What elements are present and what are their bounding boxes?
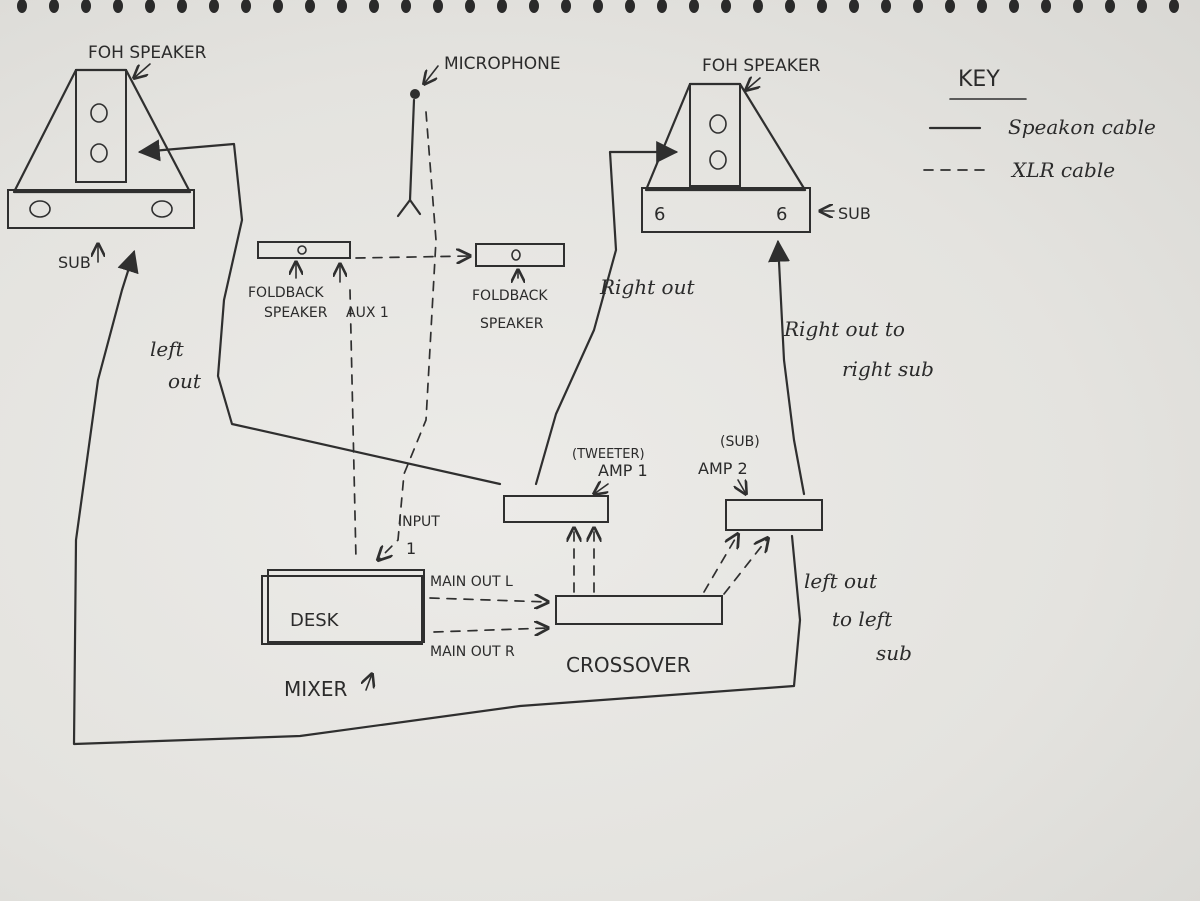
amp-1-label: AMP 1 xyxy=(598,461,648,480)
xlr-mic-to-input xyxy=(378,111,437,560)
amp-1-top-label: (TWEETER) xyxy=(572,447,645,462)
xlr-crossover-amp2-b xyxy=(723,538,768,595)
microphone-label: MICROPHONE xyxy=(444,54,561,74)
xlr-foldback-link xyxy=(355,256,470,258)
key-title: KEY xyxy=(958,67,1000,92)
input-label-2: 1 xyxy=(406,539,416,558)
left-out-sub-label-2: to left xyxy=(832,607,893,631)
amp-2 xyxy=(725,499,823,531)
amp-2-label: AMP 2 xyxy=(698,459,748,478)
key-legend: KEY Speakon cable XLR cable xyxy=(923,67,1156,182)
foldback-speaker-left xyxy=(257,241,351,259)
foh-speaker-right: 6 6 xyxy=(641,82,811,233)
speakon-right-out xyxy=(534,141,679,486)
speakon-left-sub xyxy=(72,249,802,746)
xlr-crossover-amp2-a xyxy=(703,534,738,593)
foldback-right-label-2: SPEAKER xyxy=(480,316,544,332)
left-out-sub-label-1: left out xyxy=(804,569,878,593)
main-out-l-label: MAIN OUT L xyxy=(430,574,513,590)
xlr-main-out-l xyxy=(429,598,548,602)
speakon-left-out xyxy=(137,139,502,486)
left-out-sub-label-3: sub xyxy=(876,641,912,665)
crossover-label: CROSSOVER xyxy=(566,653,691,677)
amp-1 xyxy=(503,495,609,523)
foh-speaker-left xyxy=(7,68,195,229)
left-out-label-2: out xyxy=(168,369,202,393)
aux-1-label: AUX 1 xyxy=(346,305,389,321)
amp-2-top-label: (SUB) xyxy=(720,434,760,450)
sub-driver-icon xyxy=(29,200,51,218)
foh-speaker-left-label: FOH SPEAKER xyxy=(88,43,207,63)
sub-left-label: SUB xyxy=(58,253,91,272)
speakon-right-sub xyxy=(768,239,806,496)
notebook-rings xyxy=(17,0,1179,13)
desk-label: DESK xyxy=(290,610,340,631)
input-label-1: INPUT xyxy=(398,514,440,530)
sub-right-label: SUB xyxy=(838,204,871,223)
foldback-right-label-1: FOLDBACK xyxy=(472,288,548,304)
main-out-r-label: MAIN OUT R xyxy=(430,644,515,660)
foldback-left-label-1: FOLDBACK xyxy=(248,285,324,301)
microphone-icon xyxy=(396,89,422,218)
foldback-speaker-right xyxy=(475,243,565,267)
right-out-sub-label-2: right sub xyxy=(842,357,934,381)
mixer-label: MIXER xyxy=(284,677,347,701)
xlr-aux-send xyxy=(349,289,357,561)
sub-driver-icon xyxy=(151,200,173,218)
sub-driver-icon: 6 xyxy=(654,204,665,225)
xlr-main-out-r xyxy=(433,628,548,632)
mixer-desk xyxy=(261,569,425,645)
sub-driver-icon: 6 xyxy=(776,204,787,225)
left-out-label-1: left xyxy=(150,337,185,361)
key-solid-label: Speakon cable xyxy=(1008,115,1156,139)
crossover xyxy=(555,595,723,625)
foldback-left-label-2: SPEAKER xyxy=(264,305,328,321)
right-out-sub-label-1: Right out to xyxy=(783,317,905,341)
foh-speaker-right-label: FOH SPEAKER xyxy=(702,56,821,76)
key-dashed-label: XLR cable xyxy=(1010,158,1115,182)
right-out-label: Right out xyxy=(599,275,695,299)
